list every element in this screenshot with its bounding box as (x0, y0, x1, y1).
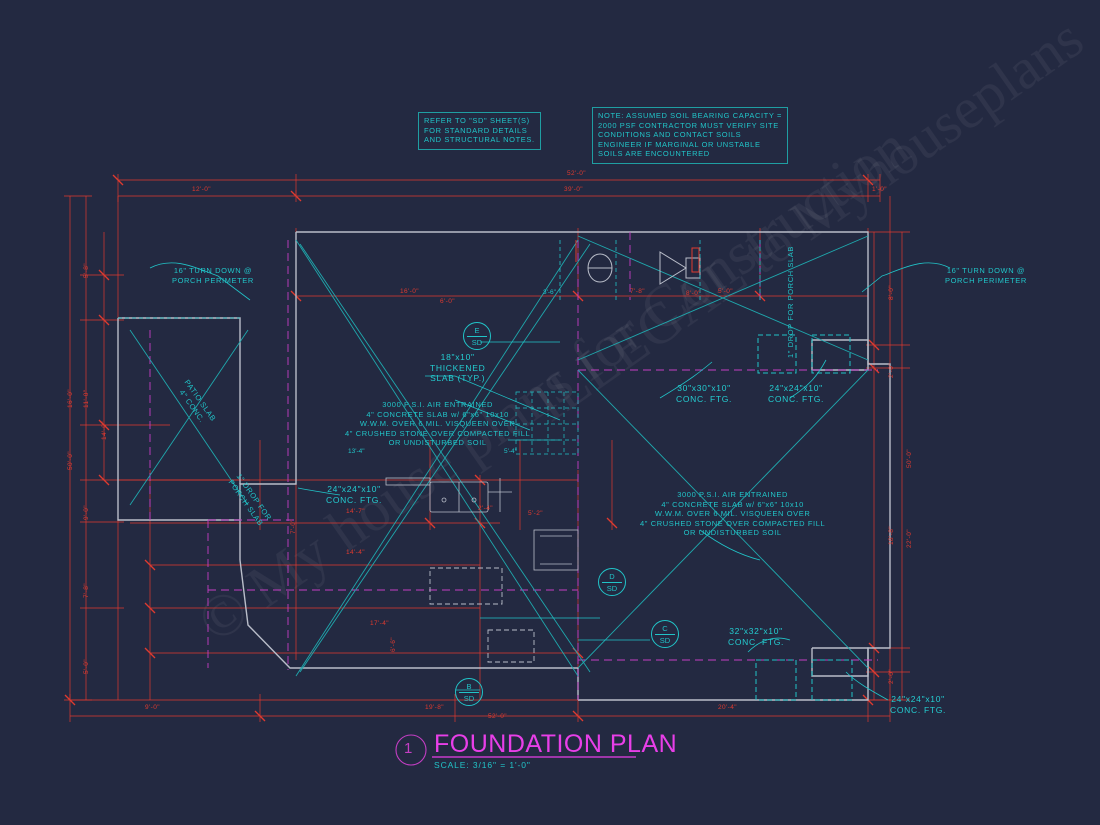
detail-bubble-d[interactable]: D SD (598, 568, 626, 596)
slab-spec-right: 3000 P.S.I. AIR ENTRAINED 4" CONCRETE SL… (640, 490, 826, 537)
detail-bubble-d-sheet: SD (602, 582, 622, 592)
dim-right-3: 22'-0" (906, 529, 913, 548)
dim-interior-8: 14'-4" (346, 549, 365, 556)
dim-right-0: 8'-0" (888, 285, 895, 300)
dim-interior-12: 5'-2" (528, 510, 543, 517)
detail-bubble-c[interactable]: C SD (651, 620, 679, 648)
dim-left-0: 5'-8" (83, 263, 90, 278)
footing-callout-24x24-bottom: 24"x24"x10" CONC. FTG. (890, 694, 947, 715)
dim-right-1: 2'-0" (888, 363, 895, 378)
dim-left-5: 7'-8" (83, 583, 90, 598)
detail-bubble-d-letter: D (609, 572, 615, 581)
dim-left-6: 5'-0" (83, 659, 90, 674)
dim-interior-7: 7'-0" (290, 519, 297, 534)
dim-top-2: 39'-0" (564, 186, 583, 193)
detail-bubble-e-sheet: SD (467, 336, 487, 346)
dim-interior-3: 5'-0" (718, 288, 733, 295)
dim-left-4: 9'-0" (83, 505, 90, 520)
porch-drop-label-right: 1" DROP FOR PORCH SLAB (786, 246, 795, 358)
dim-top-0: 12'-0" (192, 186, 211, 193)
dim-left-2: 11'-0" (83, 389, 90, 408)
footing-callout-32x32: 32"x32"x10" CONC. FTG. (728, 626, 785, 647)
slab-spec-left: 3000 P.S.I. AIR ENTRAINED 4" CONCRETE SL… (345, 400, 531, 447)
dim-interior-1: 3'-6" (543, 289, 556, 296)
dim-interior-0: 16'-0" (400, 288, 419, 295)
dim-interior-5: 5'-4" (504, 448, 517, 455)
detail-bubble-e-letter: E (474, 326, 480, 335)
footing-callout-24x24-top: 24"x24"x10" CONC. FTG. (768, 383, 825, 404)
detail-bubble-e[interactable]: E SD (463, 322, 491, 350)
dim-left-7: 50'-0" (67, 451, 74, 470)
dim-interior-2: 7'-8" (630, 288, 645, 295)
dim-top-1: 52'-0" (567, 170, 586, 177)
dim-left-1: 16'-0" (67, 389, 74, 408)
dim-bottom-0: 19'-8" (425, 704, 444, 711)
turn-down-note-right: 16" TURN DOWN @ PORCH PERIMETER (945, 266, 1027, 285)
dim-bottom-2: 20'-4" (718, 704, 737, 711)
sd-reference-note: REFER TO "SD" SHEET(S) FOR STANDARD DETA… (418, 112, 541, 150)
dim-interior-4: 13'-4" (348, 448, 365, 455)
dim-interior-13: 2'-4" (478, 505, 493, 512)
footing-callout-30x30: 30"x30"x10" CONC. FTG. (676, 383, 733, 404)
detail-bubble-b-sheet: SD (459, 692, 479, 702)
dim-interior-10: 6'-6" (390, 637, 397, 652)
footing-callout-24x24-left: 24"x24"x10" CONC. FTG. (326, 484, 383, 505)
dim-right-2: 18'-8" (888, 526, 895, 545)
turn-down-note-left: 16" TURN DOWN @ PORCH PERIMETER (172, 266, 254, 285)
detail-number: 1 (404, 740, 413, 757)
dim-bottom-left-0: 9'-0" (145, 704, 160, 711)
detail-bubble-c-letter: C (662, 624, 668, 633)
dim-interior-11: 8'-0" (686, 290, 701, 297)
dim-interior-9: 17'-4" (370, 620, 389, 627)
detail-bubble-b-letter: B (466, 682, 472, 691)
dim-top-3: 1'-0" (872, 186, 887, 193)
soil-bearing-note: NOTE: ASSUMED SOIL BEARING CAPACITY = 20… (592, 107, 788, 164)
thickened-slab-note: 18"x10" THICKENED SLAB (TYP.) (430, 352, 486, 383)
dim-right-5: 50'-0" (906, 449, 913, 468)
dim-interior-14: 6'-0" (440, 298, 455, 305)
dim-interior-6: 14'-7" (346, 508, 365, 515)
detail-bubble-b[interactable]: B SD (455, 678, 483, 706)
detail-bubble-c-sheet: SD (655, 634, 675, 644)
dim-bottom-1: 52'-0" (488, 713, 507, 720)
dim-right-4: 2'-0" (888, 669, 895, 684)
page-title: FOUNDATION PLAN (434, 730, 678, 758)
drawing-scale: SCALE: 3/16" = 1'-0" (434, 760, 531, 770)
dim-left-3: 14'-0" (101, 421, 108, 440)
